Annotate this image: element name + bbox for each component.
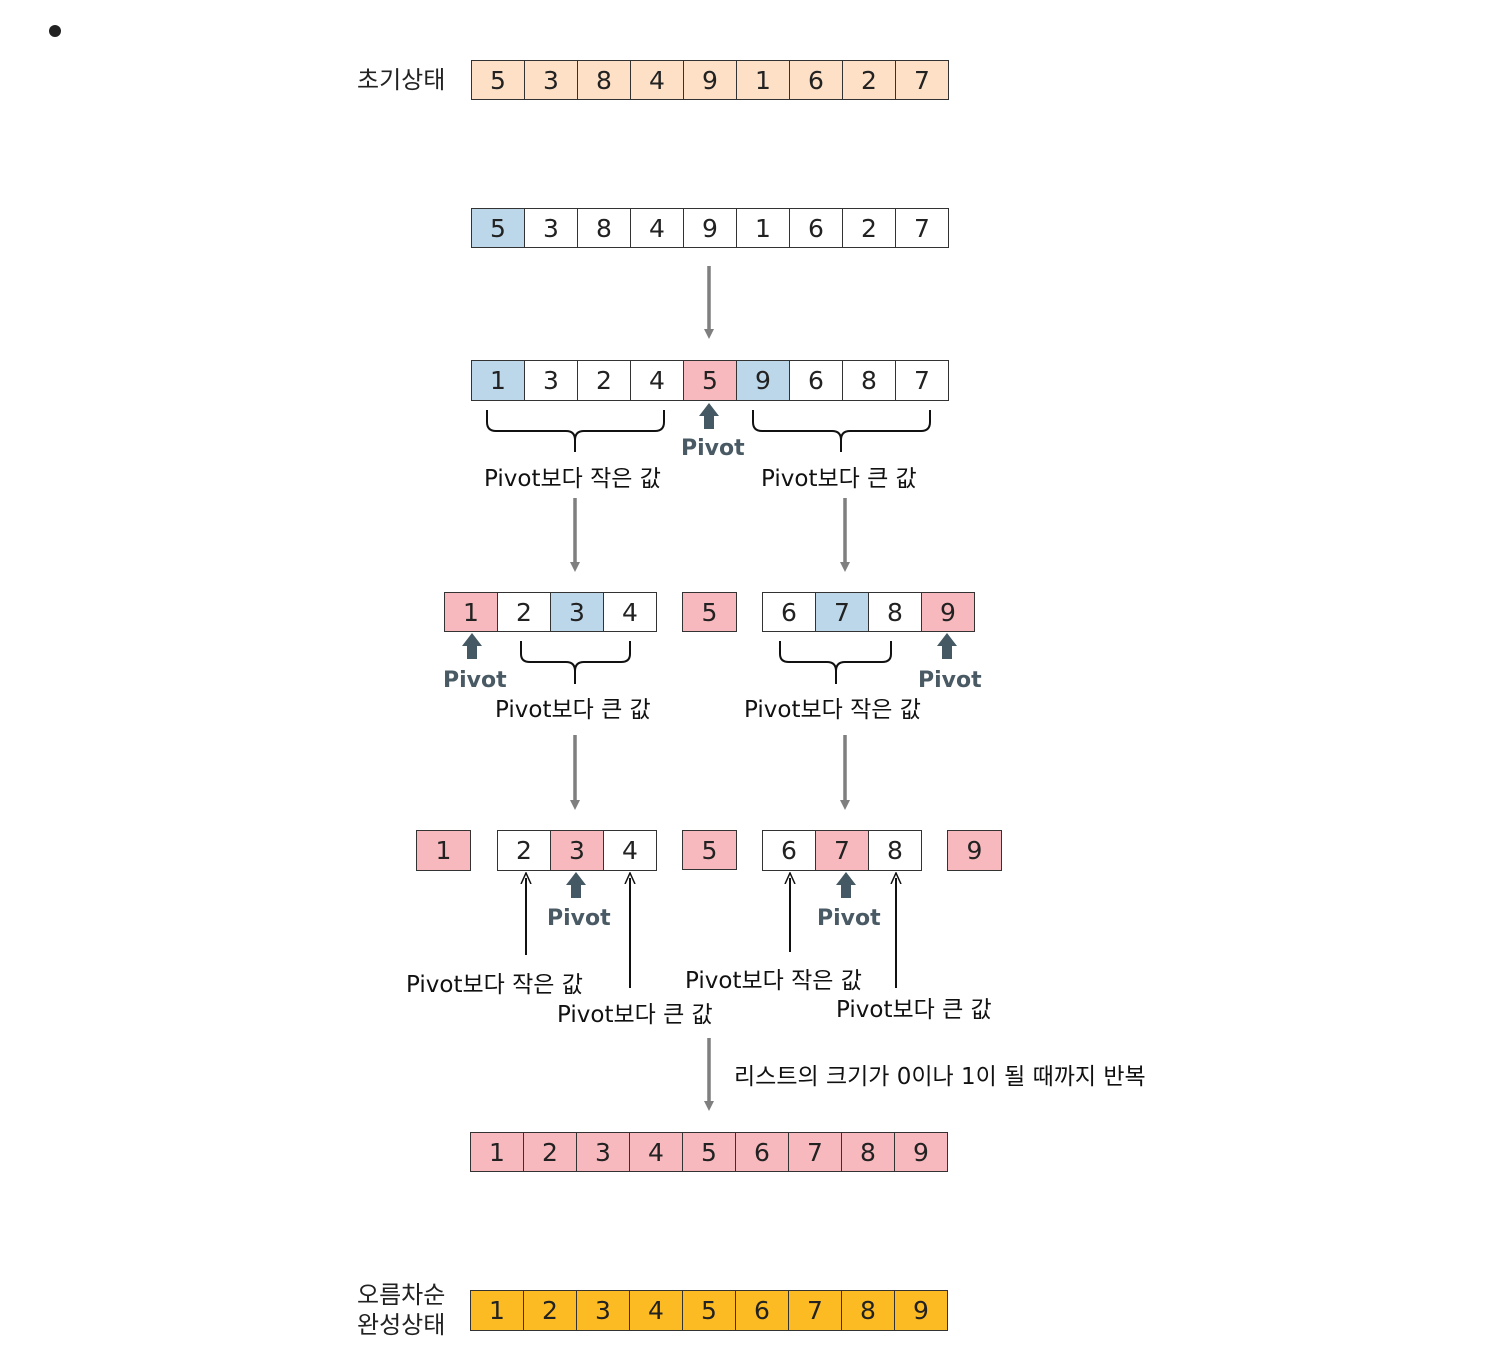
array-cell: 3	[524, 208, 578, 248]
array-cell: 6	[789, 60, 843, 100]
array-cell: 6	[789, 360, 843, 401]
array-cell: 3	[550, 592, 604, 632]
array-cell: 6	[762, 830, 816, 871]
final-state-label-line2: 완성상태	[357, 1311, 446, 1339]
brace-less-step2	[486, 410, 665, 452]
array-cell: 8	[841, 1132, 895, 1172]
array-cell: 4	[603, 592, 657, 632]
array-cell: 6	[735, 1132, 789, 1172]
array-cell: 3	[576, 1132, 630, 1172]
array-cell: 4	[603, 830, 657, 871]
array-cell: 7	[815, 592, 869, 632]
array-cell: 4	[629, 1132, 683, 1172]
caption-repeat-note: 리스트의 크기가 0이나 1이 될 때까지 반복	[734, 1064, 1146, 1090]
array-cell: 4	[629, 1290, 683, 1331]
array-cell: 2	[497, 592, 551, 632]
array-cell: 4	[630, 60, 684, 100]
array-cell: 2	[497, 830, 551, 871]
array-cell: 9	[736, 360, 790, 401]
array-cell: 3	[550, 830, 604, 871]
pointer-arrows	[526, 878, 896, 988]
caption-less-than-pivot: Pivot보다 작은 값	[685, 968, 862, 994]
array-cell: 7	[895, 208, 949, 248]
array-cell: 5	[471, 208, 525, 248]
array-cell: 9	[894, 1290, 948, 1331]
array-cell: 8	[842, 360, 896, 401]
brace-greater-step3	[520, 641, 631, 684]
array-cell: 3	[524, 60, 578, 100]
array-cell: 1	[736, 208, 790, 248]
array-cell: 9	[683, 208, 737, 248]
array-cell: 1	[470, 1132, 524, 1172]
array-cell: 5	[683, 360, 737, 401]
array-cell: 8	[577, 60, 631, 100]
pivot-arrow-icon	[937, 633, 957, 659]
array-cell: 5	[682, 1290, 736, 1331]
array-cell: 7	[895, 360, 949, 401]
array-cell: 7	[895, 60, 949, 100]
array-cell: 9	[947, 830, 1002, 871]
array-cell: 9	[683, 60, 737, 100]
caption-greater-than-pivot: Pivot보다 큰 값	[495, 697, 651, 723]
array-cell: 8	[577, 208, 631, 248]
array-cell: 7	[815, 830, 869, 871]
array-cell: 1	[444, 592, 498, 632]
caption-less-than-pivot: Pivot보다 작은 값	[406, 972, 583, 998]
array-cell: 4	[630, 208, 684, 248]
array-cell: 7	[788, 1290, 842, 1331]
pivot-label: Pivot	[817, 906, 881, 931]
pivot-arrow-icon	[699, 403, 719, 429]
array-cell: 1	[470, 1290, 524, 1331]
array-cell: 6	[762, 592, 816, 632]
array-cell: 5	[471, 60, 525, 100]
array-cell: 9	[894, 1132, 948, 1172]
array-cell: 3	[576, 1290, 630, 1331]
array-cell: 1	[471, 360, 525, 401]
final-state-label-line1: 오름차순	[357, 1281, 446, 1309]
array-cell: 5	[682, 592, 737, 632]
array-cell: 7	[788, 1132, 842, 1172]
caption-less-than-pivot: Pivot보다 작은 값	[744, 697, 921, 723]
array-cell: 1	[416, 830, 471, 871]
array-cell: 2	[523, 1132, 577, 1172]
array-cell: 9	[921, 592, 975, 632]
bullet-point	[49, 25, 61, 37]
pivot-arrow-icon	[462, 633, 482, 659]
array-cell: 1	[736, 60, 790, 100]
array-cell: 3	[524, 360, 578, 401]
caption-greater-than-pivot: Pivot보다 큰 값	[836, 997, 992, 1023]
array-cell: 5	[682, 1132, 736, 1172]
array-cell: 5	[682, 830, 737, 870]
array-cell: 6	[735, 1290, 789, 1331]
brace-greater-step2	[752, 410, 931, 452]
pivot-label: Pivot	[443, 668, 507, 693]
caption-greater-than-pivot: Pivot보다 큰 값	[557, 1002, 713, 1028]
caption-greater-than-pivot: Pivot보다 큰 값	[761, 466, 917, 492]
pivot-arrow-icon	[566, 872, 586, 898]
pivot-arrows	[462, 403, 957, 898]
array-cell: 8	[868, 830, 922, 871]
array-cell: 4	[630, 360, 684, 401]
caption-less-than-pivot: Pivot보다 작은 값	[484, 466, 661, 492]
array-cell: 2	[842, 208, 896, 248]
array-cell: 2	[842, 60, 896, 100]
initial-state-label: 초기상태	[357, 66, 446, 94]
pivot-label: Pivot	[918, 668, 982, 693]
braces	[486, 410, 931, 684]
pivot-arrow-icon	[836, 872, 856, 898]
array-cell: 8	[841, 1290, 895, 1331]
array-cell: 2	[577, 360, 631, 401]
array-cell: 6	[789, 208, 843, 248]
flow-arrows	[570, 266, 850, 1111]
pivot-label: Pivot	[547, 906, 611, 931]
array-cell: 8	[868, 592, 922, 632]
brace-less-step3	[779, 641, 892, 684]
pivot-label: Pivot	[681, 436, 745, 461]
array-cell: 2	[523, 1290, 577, 1331]
